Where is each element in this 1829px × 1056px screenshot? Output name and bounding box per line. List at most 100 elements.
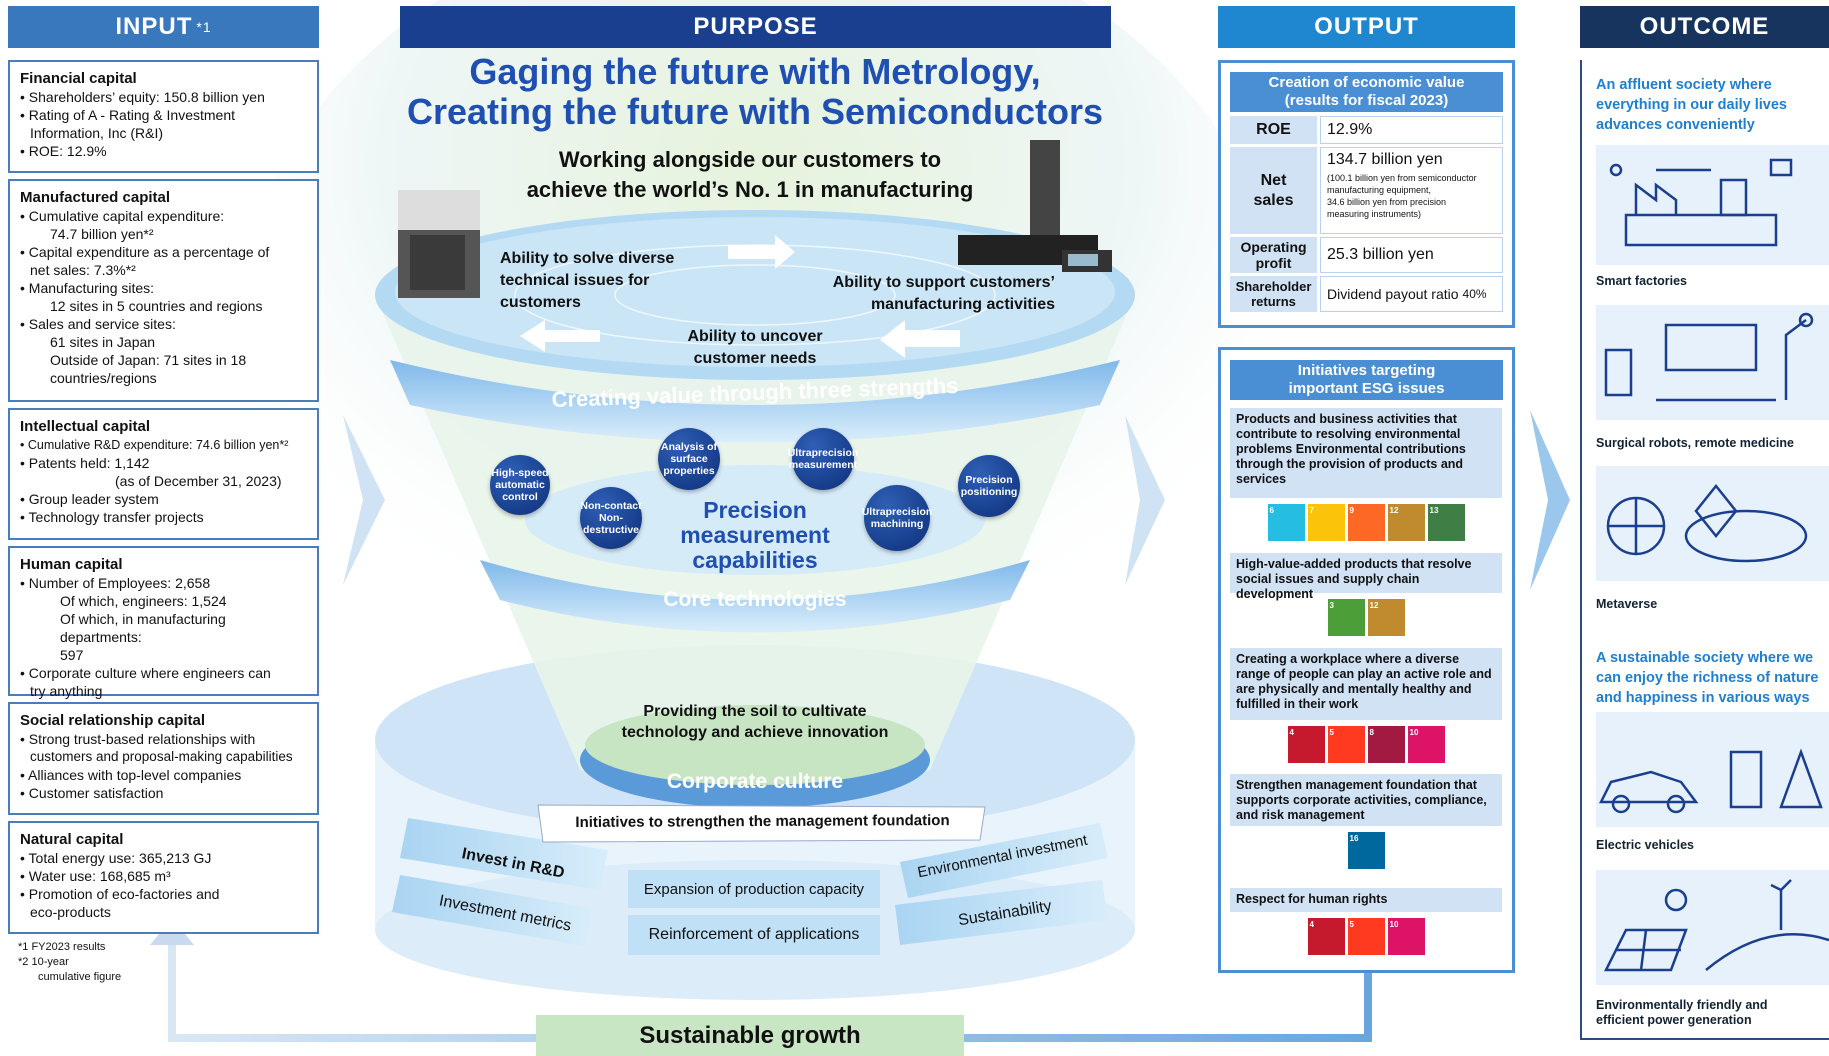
sdg-16-icon: 16	[1347, 832, 1385, 869]
strength-line: manufacturing activities	[870, 296, 1055, 313]
net-sales-value-cell: 134.7 billion yen (100.1 billion yen fro…	[1320, 147, 1503, 234]
purpose-subtitle-line1: Working alongside our customers to	[558, 147, 942, 172]
natural-capital-line: eco-products	[30, 904, 111, 920]
outcome-line: everything in our daily lives	[1596, 97, 1787, 113]
sdg-5-icon: 5	[1327, 726, 1365, 763]
intellectual-capital-line: • Technology transfer projects	[20, 509, 204, 525]
esg-item-text: High-value-added products that resolve s…	[1230, 553, 1502, 601]
strength-line: technical issues for	[500, 272, 650, 289]
manufactured-capital-title: Manufactured capital	[20, 189, 171, 206]
net-sales-note: 34.6 billion yen from precision	[1327, 197, 1447, 207]
net-sales-note: (100.1 billion yen from semiconductor	[1327, 173, 1477, 183]
soil-text: Providing the soil to cultivate technolo…	[590, 701, 920, 743]
sdg-12-icon: 12	[1367, 599, 1405, 636]
sdg-icons: 16	[1230, 826, 1502, 875]
esg-item-text: Strengthen management foundation that su…	[1230, 774, 1502, 826]
financial-capital-line: Information, Inc (R&I)	[30, 125, 164, 141]
natural-capital-box: Natural capital • Total energy use: 365,…	[8, 821, 319, 934]
esg-item: High-value-added products that resolve s…	[1230, 553, 1502, 642]
input-header-footnote: *1	[196, 19, 212, 35]
sdg-6-icon: 6	[1267, 504, 1305, 541]
purpose-header: PURPOSE	[400, 6, 1111, 48]
net-sales-label: Net sales	[1230, 147, 1317, 234]
social-capital-line: • Strong trust-based relationships with	[20, 731, 256, 747]
social-capital-box: Social relationship capital • Strong tru…	[8, 702, 319, 815]
core-line: Precision	[703, 497, 807, 523]
tech-precision-positioning: Precision positioning	[958, 455, 1020, 517]
net-sales-label-line: Net	[1260, 171, 1287, 189]
natural-capital-line: • Water use: 168,685 m³	[20, 868, 171, 884]
strength-line: Ability to solve diverse	[500, 250, 675, 267]
esg-title-line: important ESG issues	[1288, 380, 1445, 397]
strength-line: customers	[500, 294, 581, 311]
outcome-sustainable-society: A sustainable society where we can enjoy…	[1596, 648, 1826, 708]
soil-line: technology and achieve innovation	[621, 724, 889, 741]
human-capital-line: • Corporate culture where engineers can	[20, 665, 271, 681]
sdg-4-icon: 4	[1307, 918, 1345, 955]
manufactured-capital-line: 61 sites in Japan	[50, 334, 156, 350]
social-capital-line: customers and proposal-making capabiliti…	[30, 749, 293, 764]
outcome-line: An affluent society where	[1596, 77, 1772, 93]
caption-power-generation: Environmentally friendly and efficient p…	[1596, 998, 1768, 1028]
sdg-3-icon: 3	[1327, 599, 1365, 636]
esg-item-text: Products and business activities that co…	[1230, 408, 1502, 498]
intellectual-capital-box: Intellectual capital • Cumulative R&D ex…	[8, 408, 319, 540]
arrow-left-icon	[880, 320, 960, 358]
chevron-input-purpose	[343, 415, 385, 585]
caption-line: Environmentally friendly and	[1596, 998, 1768, 1012]
outcome-line: can enjoy the richness of nature	[1596, 670, 1819, 686]
chevron-purpose-output	[1125, 415, 1165, 585]
strength-line: customer needs	[693, 350, 817, 367]
manufactured-capital-line: 74.7 billion yen*²	[50, 226, 154, 242]
outcome-affluent-society: An affluent society where everything in …	[1596, 75, 1826, 135]
manufactured-capital-line: • Capital expenditure as a percentage of	[20, 244, 270, 260]
human-capital-box: Human capital • Number of Employees: 2,6…	[8, 546, 319, 699]
output-header: OUTPUT	[1218, 6, 1515, 48]
core-line: measurement	[680, 522, 830, 548]
outcome-header: OUTCOME	[1580, 6, 1829, 48]
net-sales-label-line: sales	[1253, 191, 1294, 209]
arrow-left-icon-2	[520, 320, 600, 352]
sdg-10-icon: 10	[1387, 918, 1425, 955]
manufactured-capital-line: 12 sites in 5 countries and regions	[50, 298, 263, 314]
social-capital-title: Social relationship capital	[20, 712, 206, 729]
esg-item-text: Creating a workplace where a diverse ran…	[1230, 648, 1502, 720]
esg-title-line: Initiatives targeting	[1297, 362, 1436, 379]
natural-capital-line: • Promotion of eco-factories and	[20, 886, 220, 902]
measuring-instrument-icon	[958, 140, 1112, 272]
shareholder-returns-text: Dividend payout ratio	[1327, 286, 1459, 302]
esg-item: Creating a workplace where a diverse ran…	[1230, 648, 1502, 769]
caption-metaverse: Metaverse	[1596, 597, 1658, 611]
footnote-1: *1 FY2023 results	[18, 941, 106, 953]
tech-non-contact: Non-contact Non-destructive	[580, 487, 642, 549]
human-capital-line: Of which, engineers: 1,524	[60, 593, 227, 609]
soil-line: Providing the soil to cultivate	[643, 703, 867, 720]
metaverse-icon	[1606, 483, 1808, 563]
financial-capital-line: • Shareholders’ equity: 150.8 billion ye…	[20, 89, 265, 105]
initiatives-title: Initiatives to strengthen the management…	[575, 812, 950, 831]
manufactured-capital-line: net sales: 7.3%*²	[30, 262, 136, 278]
intellectual-capital-line: • Cumulative R&D expenditure: 74.6 billi…	[20, 438, 289, 452]
intellectual-capital-line: • Patents held: 1,142	[20, 455, 150, 471]
esg-item: Products and business activities that co…	[1230, 408, 1502, 547]
human-capital-title: Human capital	[20, 556, 123, 573]
sustainable-growth-label: Sustainable growth	[536, 1015, 964, 1056]
shareholder-label-line: Shareholder	[1235, 279, 1312, 294]
outcome-illustrations-1	[1596, 145, 1829, 265]
outcome-line: advances conveniently	[1596, 117, 1755, 133]
electric-vehicle-icon	[1598, 748, 1823, 814]
surgical-robot-icon	[1604, 312, 1814, 402]
strength-solve-issues: Ability to solve diverse technical issue…	[500, 248, 720, 314]
shareholder-label-line: returns	[1251, 294, 1296, 309]
caption-line: efficient power generation	[1596, 1013, 1752, 1027]
manufactured-capital-line: Outside of Japan: 71 sites in 18	[50, 352, 247, 368]
footnote-2-cont: cumulative figure	[38, 971, 122, 983]
tech-high-speed-control: High-speed automatic control	[490, 455, 550, 515]
arrow-right-icon	[728, 235, 795, 269]
